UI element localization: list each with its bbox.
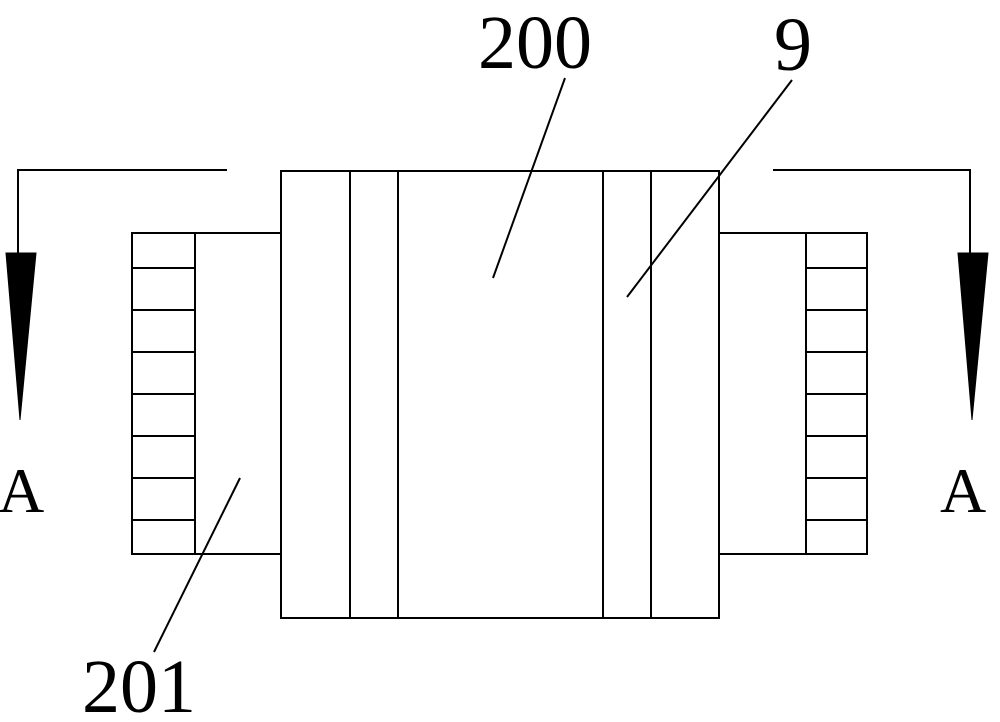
label-201: 201 [82, 645, 196, 722]
label-200: 200 [478, 1, 592, 85]
left-collar [132, 233, 281, 554]
section-marker-right: A [940, 455, 986, 526]
main-body [281, 171, 719, 618]
section-marker-left: A [0, 455, 44, 526]
label-9: 9 [774, 3, 812, 87]
left-collar-neck [195, 233, 281, 554]
right-collar-neck [719, 233, 806, 554]
main-body-outline [281, 171, 719, 618]
section-arrow-left-icon [6, 253, 36, 420]
section-arrow-right-icon [958, 253, 988, 420]
right-collar [719, 233, 867, 554]
